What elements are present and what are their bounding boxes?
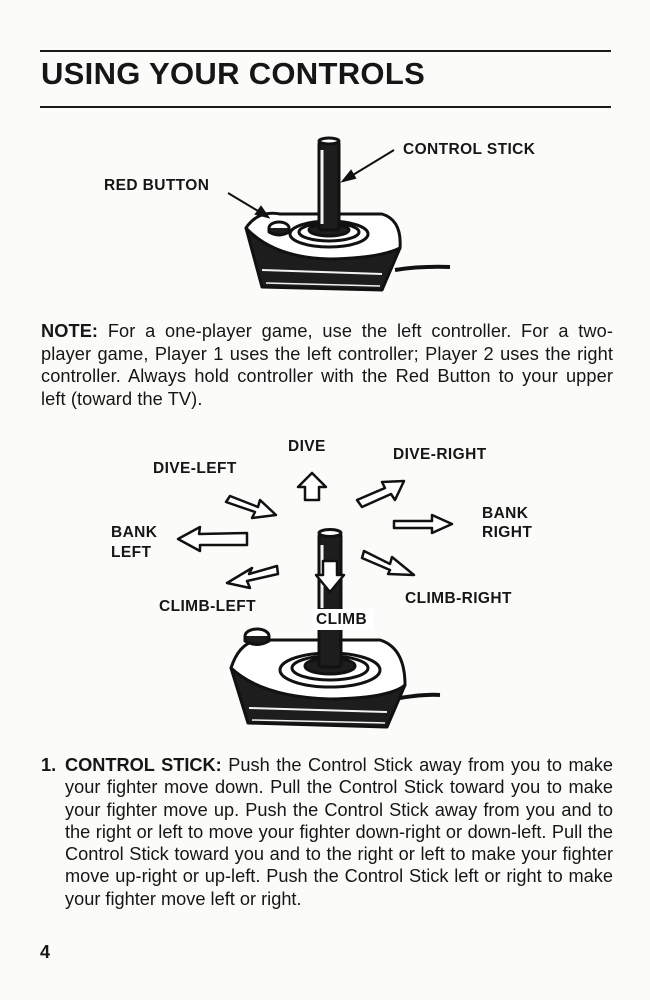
note-heading: NOTE: [41,321,99,341]
joystick-icon [244,136,451,292]
joystick-icon [229,528,441,729]
bank-right-arrow-icon [392,513,454,535]
climb-left-arrow-icon [225,564,280,590]
instruction-body: CONTROL STICK: Push the Control Stick aw… [41,754,613,910]
page-title: USING YOUR CONTROLS [41,56,426,91]
dive-right-arrow-icon [355,479,406,509]
instruction-text: Push the Control Stick away from you to … [65,755,613,909]
bank-left-label-line1: BANK [111,524,158,541]
bank-left-arrow-icon [176,525,249,553]
dive-left-label: DIVE-LEFT [153,460,237,477]
joystick-cable [394,264,451,272]
bank-right-label-line1: BANK [482,505,529,522]
page-number: 4 [40,942,51,962]
dive-right-label: DIVE-RIGHT [393,446,487,463]
title-rule [40,106,611,108]
dive-left-arrow-icon [224,494,278,520]
climb-label: CLIMB [316,611,368,628]
climb-left-label: CLIMB-LEFT [159,598,256,615]
climb-arrow-icon [314,559,346,594]
dive-label: DIVE [288,438,326,455]
instruction-heading: CONTROL STICK: [65,755,222,775]
control-stick-label: CONTROL STICK [403,141,536,158]
bank-right-label-line2: RIGHT [482,524,533,541]
climb-right-arrow-icon [360,549,416,577]
top-rule [40,50,611,52]
dive-arrow-icon [296,471,328,502]
joystick-illustration [227,136,451,292]
climb-right-label: CLIMB-RIGHT [405,590,512,607]
instruction-number: 1. [41,755,57,775]
direction-diagram [176,471,454,729]
instruction-item: 1. CONTROL STICK: Push the Control Stick… [41,754,613,910]
note-paragraph: NOTE: For a one-player game, use the lef… [41,320,613,410]
red-button-label: RED BUTTON [104,177,210,194]
bank-left-label-line2: LEFT [111,544,152,561]
note-text: For a one-player game, use the left cont… [41,321,614,409]
